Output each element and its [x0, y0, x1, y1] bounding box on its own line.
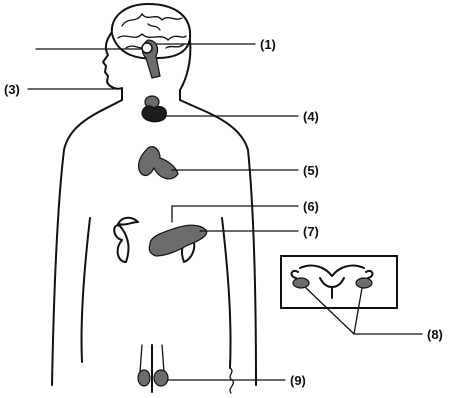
- brain: [112, 4, 190, 78]
- pancreas: [149, 225, 206, 256]
- label-3: (3): [4, 82, 20, 97]
- leader-lines: [28, 44, 422, 380]
- label-8: (8): [427, 327, 443, 342]
- thyroid-gland: [142, 96, 166, 122]
- body-outline: [52, 32, 256, 393]
- label-4: (4): [303, 109, 319, 124]
- label-9: (9): [290, 373, 306, 388]
- label-1: (1): [260, 37, 276, 52]
- label-5: (5): [303, 163, 319, 178]
- label-6: (6): [303, 199, 319, 214]
- thymus: [138, 147, 178, 179]
- ovaries-inset: [281, 256, 397, 308]
- label-7: (7): [303, 224, 319, 239]
